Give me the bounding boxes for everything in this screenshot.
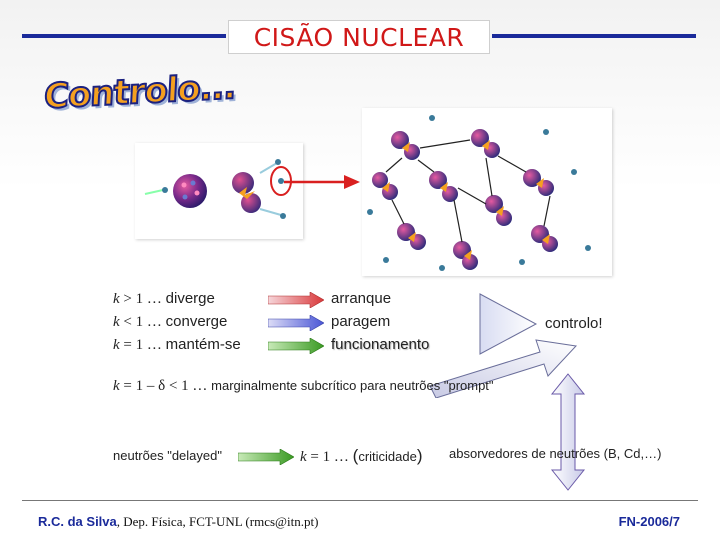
k-condition: > 1 … (119, 291, 166, 307)
k-symbol: k (113, 378, 120, 394)
criticality-line: k = 1 … (criticidade) (300, 446, 423, 466)
paren-close: ) (416, 446, 423, 465)
fission-single-panel (135, 143, 303, 239)
row-converge: k < 1 … converge (113, 313, 227, 331)
fission-single-illustration (144, 159, 292, 219)
k-symbol: k (113, 291, 120, 307)
controlo-wordart: Controlo... (42, 66, 237, 118)
row-steady: k = 1 … mantém-se (113, 336, 241, 354)
chain-reaction-arrow (284, 175, 360, 189)
row-diverge: k > 1 … diverge (113, 290, 215, 308)
absorbers-text: absorvedores de neutrões (B, Cd,…) (449, 446, 662, 461)
result-paragem: paragem (331, 313, 391, 330)
chain-reaction-illustration (367, 115, 591, 271)
k-condition: < 1 … (119, 314, 166, 330)
k-symbol: k (113, 314, 120, 330)
header-line-right (492, 34, 696, 38)
delayed-label: neutrões "delayed" (113, 448, 222, 463)
footer-affiliation: , Dep. Física, FCT-UNL (rmcs@itn.pt) (116, 514, 319, 529)
k-description: converge (165, 313, 228, 330)
k-condition: = 1 … (119, 337, 166, 353)
chain-reaction-panel (362, 108, 612, 276)
control-label: controlo! (545, 315, 603, 332)
k-description: mantém-se (165, 336, 241, 353)
arrow-green (268, 338, 324, 354)
footer-code: FN-2006/7 (618, 514, 680, 529)
marginal-text: marginalmente subcrítico para neutrões "… (211, 378, 494, 393)
paren-open: ( (352, 446, 359, 465)
marginal-line: k = 1 – δ < 1 … marginalmente subcrítico… (113, 378, 494, 395)
result-funcionamento: funcionamento (331, 336, 430, 353)
marginal-formula: = 1 – δ < 1 … (119, 378, 212, 394)
play-triangle-shape (479, 293, 538, 355)
diagonal-arrow (430, 339, 578, 398)
k-description: diverge (165, 290, 215, 307)
k-symbol: k (300, 449, 307, 465)
header-line-left (22, 34, 226, 38)
arrow-blue (268, 315, 324, 331)
footer-credit: R.C. da Silva, Dep. Física, FCT-UNL (rmc… (38, 514, 318, 530)
result-arranque: arranque (331, 290, 392, 307)
arrow-green-delayed (238, 449, 294, 465)
double-vertical-arrow (550, 373, 586, 491)
footer-author: R.C. da Silva (38, 514, 117, 529)
footer-divider (22, 500, 698, 501)
arrow-red (268, 292, 324, 308)
criticality-formula: = 1 … (306, 449, 353, 465)
slide-title: CISÃO NUCLEAR (228, 20, 490, 54)
criticality-text: criticidade (358, 449, 417, 464)
k-symbol: k (113, 337, 120, 353)
